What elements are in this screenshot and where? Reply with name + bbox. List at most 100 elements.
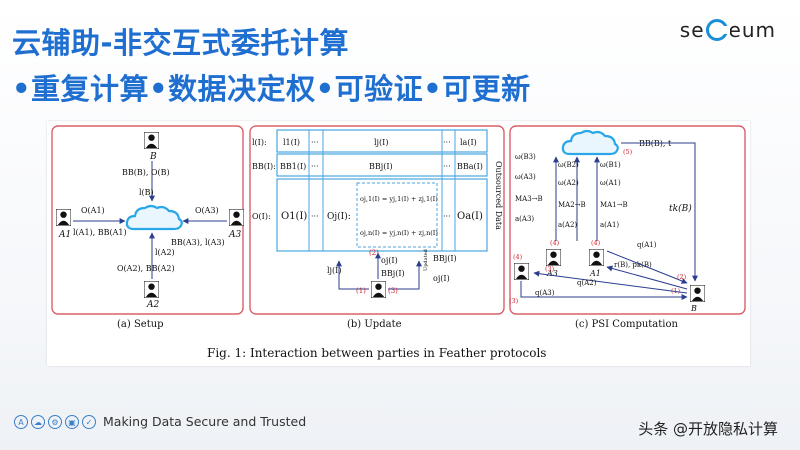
a-a1: a(A1): [600, 221, 619, 229]
omega-a2: ω(A2): [558, 179, 579, 187]
omega-b2: ω(B2): [558, 161, 579, 169]
row-bb: [276, 153, 488, 177]
cell-l-last: la(I): [460, 138, 477, 147]
edge-top-up-label: BB(B), O(B): [122, 168, 170, 177]
row-bb-head: BB(I):: [252, 162, 276, 171]
step-4-marker-a: (4): [550, 239, 560, 247]
outsourced-data-label: Outsourced Data: [494, 161, 503, 230]
panel-c-border: [509, 125, 746, 315]
omega-b3: ω(B3): [515, 153, 536, 161]
party-a3-label: A3: [546, 269, 558, 278]
footer: A ☁ ⚙ ▣ ✓ Making Data Secure and Trusted: [14, 414, 306, 429]
party-a3-label: A3: [228, 230, 241, 240]
party-b-icon: [690, 285, 705, 302]
arrow-a1-to-b: [606, 250, 688, 284]
omega-b1: ω(B1): [600, 161, 621, 169]
arrow-b-to-a2: [533, 270, 688, 294]
cloud-icon: [125, 204, 183, 231]
row-l-head: l(I):: [252, 138, 267, 147]
edge-bottom-up-label: l(A2): [155, 248, 175, 257]
logo-text-left: se: [679, 18, 705, 42]
omega-a1: ω(A1): [600, 179, 621, 187]
step-1-marker: (1): [671, 287, 681, 295]
party-a1-icon: [56, 209, 71, 226]
updated-label: Updated: [423, 248, 429, 271]
cloud-icon: [561, 129, 619, 156]
ai-icon: A: [14, 414, 28, 429]
party-a1-icon: [589, 249, 604, 266]
panel-c-caption: (c) PSI Computation: [575, 319, 679, 330]
logo-ring-icon: [705, 19, 730, 41]
party-b-icon: [144, 132, 159, 149]
formula-row-n: oj,n(I) = yj,n(I) + zj,n(I): [360, 229, 438, 237]
omega-a3: ω(A3): [515, 173, 536, 181]
slide-title-line1: 云辅助-非交互式委托计算: [12, 26, 350, 60]
step-3-marker: (3): [388, 287, 398, 295]
party-a3-icon: [229, 209, 244, 226]
step-2-marker: (2): [677, 273, 687, 281]
arrow-updated: [388, 260, 422, 290]
cell-l-mid: lj(I): [374, 138, 388, 147]
arrow-lj-label: lj(I): [327, 266, 341, 275]
step-3-marker-b: (3): [509, 297, 519, 305]
cell-o-mid: Oj(I):: [327, 211, 351, 222]
arrow-lj-update: [336, 260, 369, 290]
arrow-oj-label: oj(I): [381, 256, 398, 265]
cell-bb-first: BB1(I): [280, 162, 306, 171]
step-1-marker: (1): [356, 287, 366, 295]
edge-right-down-label: BB(A3), l(A3): [171, 238, 225, 247]
ellipsis-l-2: ···: [443, 138, 451, 147]
gear-icon: ⚙: [48, 414, 62, 429]
row-l: [276, 129, 488, 153]
panel-b-update: l(I): BB(I): O(I): l1(I) ··· lj(I) ··· l…: [249, 125, 505, 330]
logo-text-right: eum: [728, 18, 776, 42]
ellipsis-o-1: ···: [311, 212, 319, 221]
cell-o-first: O1(I): [281, 211, 307, 222]
q-a3-label: q(A3): [535, 289, 555, 297]
edge-right-up-label: O(A3): [195, 206, 219, 215]
party-b-label: B: [690, 304, 697, 313]
panel-b-border: [249, 125, 505, 315]
edge-bottom-down-label: O(A2), BB(A2): [117, 264, 175, 273]
q-a1-label: q(A1): [637, 241, 657, 249]
ellipsis-o-2: ···: [443, 212, 451, 221]
feather-protocol-diagram: B A1 A3 A2 BB(B), O(B) l(B) O(A1) l(A1),…: [51, 125, 746, 360]
party-a3-icon: [546, 249, 561, 266]
r-b-label: r(B), pk(B): [614, 261, 652, 269]
updated-bb-label: BBj(I): [433, 254, 457, 263]
arrow-cloud-to-b: [621, 142, 698, 282]
step-2-marker: (2): [369, 249, 379, 257]
party-a2-label: A2: [146, 300, 159, 310]
panel-b-caption: (b) Update: [347, 319, 402, 330]
edge-top-down-label: l(B): [139, 188, 154, 197]
party-b-label: B: [149, 152, 157, 162]
cloud-shield-icon: ☁: [31, 414, 45, 429]
party-a2-icon: [144, 281, 159, 298]
arrow-bbj-label: BBj(I): [381, 269, 405, 278]
tk-label: tk(B): [669, 203, 692, 214]
slide-title-line2: •重复计算•数据决定权•可验证•可更新: [12, 72, 531, 106]
edge-left-down-label: l(A1), BB(A1): [73, 228, 127, 237]
ellipsis-bb-1: ···: [311, 162, 319, 171]
check-shield-icon: ✓: [82, 414, 96, 429]
step-5-marker: (5): [623, 148, 633, 156]
cell-bb-last: BBa(I): [457, 162, 483, 171]
panel-c-psi: BB(B), t tk(B) ω(B3) ω(A3) MA3→B a(A3) ω…: [509, 125, 746, 330]
party-i-icon: [371, 281, 386, 298]
party-a1-label: A1: [58, 230, 71, 240]
m-a2b: MA2→B: [558, 201, 586, 209]
cell-o-last: Oa(I): [457, 211, 483, 222]
panel-a-setup: B A1 A3 A2 BB(B), O(B) l(B) O(A1) l(A1),…: [51, 125, 244, 330]
ellipsis-l-1: ···: [311, 138, 319, 147]
ellipsis-bb-2: ···: [443, 162, 451, 171]
secum-logo: se eum: [680, 18, 776, 42]
step-3-marker-a: (3): [545, 265, 555, 273]
row-o-head: O(I):: [252, 212, 271, 221]
figure-caption: Fig. 1: Interaction between parties in F…: [207, 346, 546, 360]
party-a1-label: A1: [589, 269, 601, 278]
oj-detail-box: [356, 182, 438, 248]
q-a2-label: q(A2): [577, 279, 597, 287]
figure: B A1 A3 A2 BB(B), O(B) l(B) O(A1) l(A1),…: [47, 121, 750, 366]
arrow-b-to-a1: [606, 265, 688, 290]
step-4-marker-c: (4): [513, 253, 523, 261]
